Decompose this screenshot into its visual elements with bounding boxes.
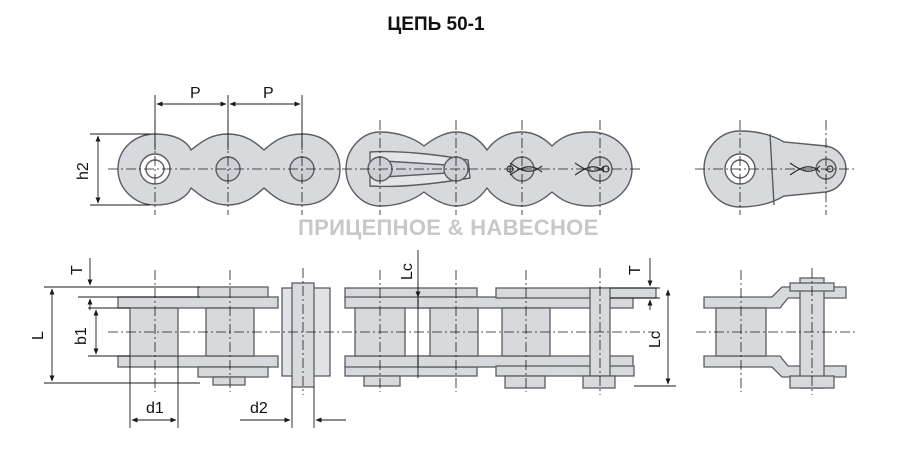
label-l: L [30,331,47,340]
label-t-right: T [627,265,644,275]
diagram-title: ЦЕПЬ 50-1 [387,14,485,35]
label-lc-right: Lc [647,331,664,348]
label-t-left: T [69,265,86,275]
label-p2: P [263,85,274,102]
watermark: ПРИЦЕПНОЕ & НАВЕСНОЕ [298,215,599,240]
label-p1: P [190,85,201,102]
label-d2: d2 [250,400,268,417]
plan-view [117,282,657,389]
label-lc-top: Lc [399,263,416,280]
label-b1: b1 [73,327,90,345]
label-h2: h2 [75,162,92,180]
label-d1: d1 [146,400,164,417]
offset-link-plan [703,277,847,389]
